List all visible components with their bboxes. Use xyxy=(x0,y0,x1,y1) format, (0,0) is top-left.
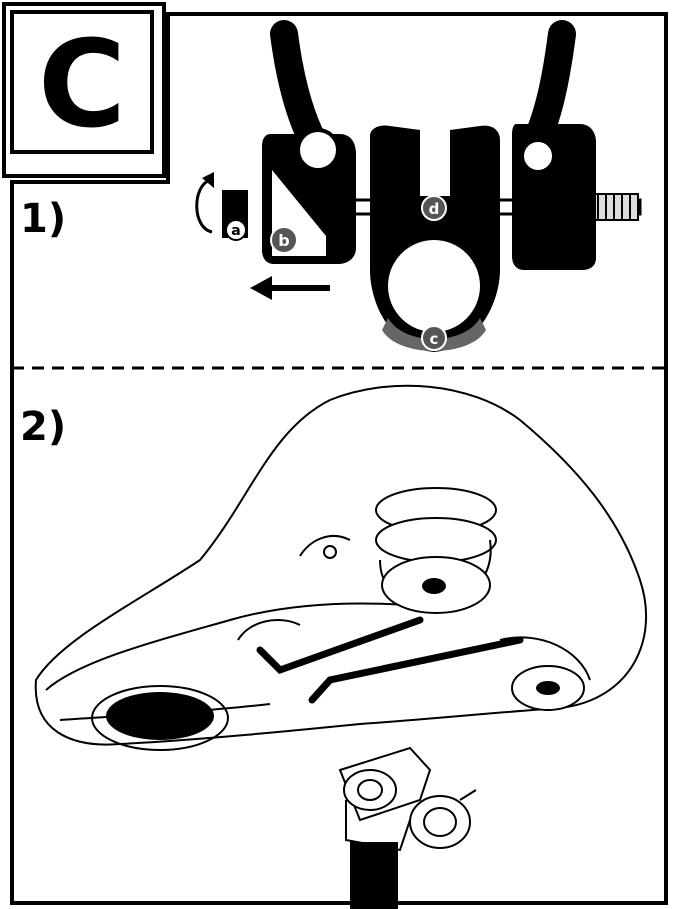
front-rail-mount xyxy=(499,636,591,711)
saddle-shell xyxy=(34,384,648,746)
rotate-arrow-icon xyxy=(195,178,213,234)
step-2-number: 2) xyxy=(20,404,66,450)
part-label-c: c xyxy=(430,330,439,348)
threaded-bolt-end xyxy=(589,193,639,221)
rear-rail-mount xyxy=(375,487,497,614)
part-label-a: a xyxy=(231,223,240,239)
step-1-number: 1) xyxy=(20,196,66,242)
saddle-nose-cavity xyxy=(106,692,214,740)
pull-arrow-icon xyxy=(250,276,330,300)
letter-box: C xyxy=(2,2,166,178)
saddle-rail-lower xyxy=(308,636,524,704)
saddle-illustration xyxy=(34,384,648,909)
outer-frame xyxy=(10,12,668,905)
part-label-b: b xyxy=(278,231,289,250)
panel-letter: C xyxy=(38,16,126,155)
clamp-illustration: a b d c xyxy=(195,20,642,353)
seatpost-clamp xyxy=(338,746,477,852)
part-label-d: d xyxy=(429,200,440,218)
seatpost-tube xyxy=(350,842,398,909)
